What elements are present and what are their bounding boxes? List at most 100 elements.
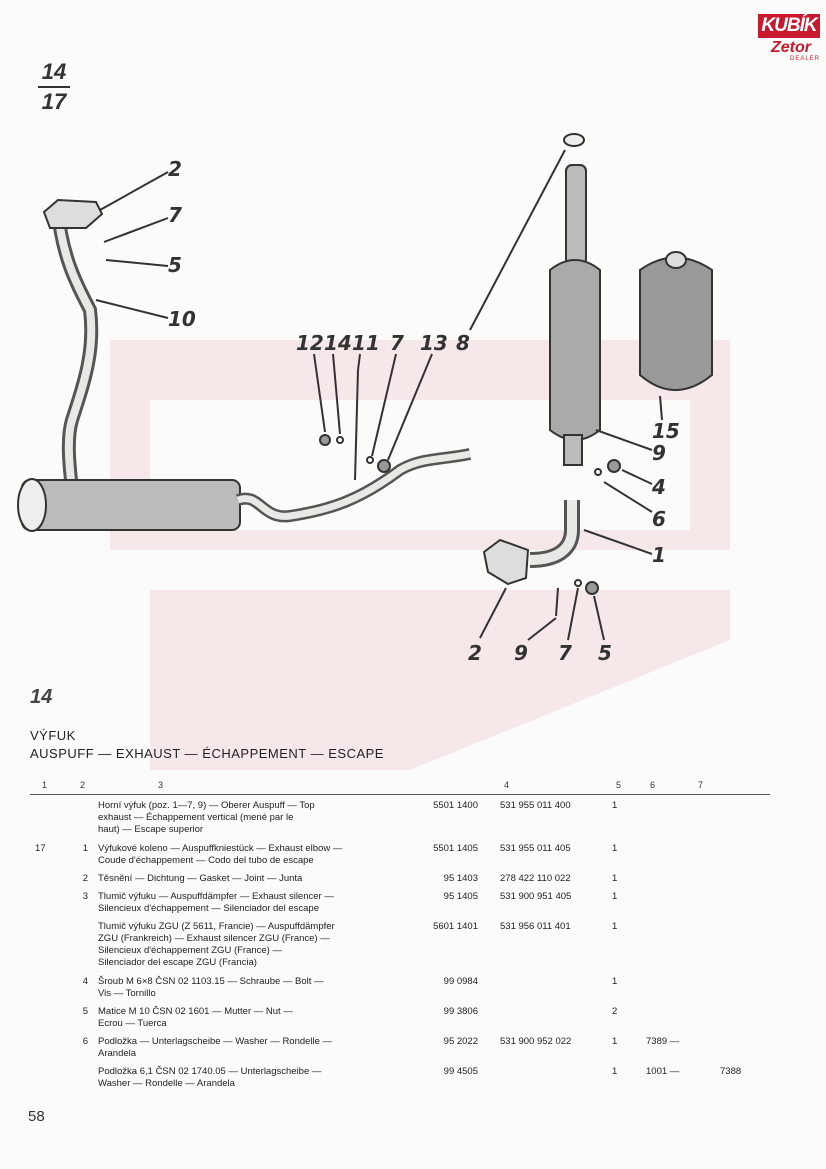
- cell-catalog-number: 531 955 011 405: [500, 843, 571, 854]
- callout-1: 1: [652, 543, 666, 567]
- part-nut-13: [377, 459, 391, 473]
- callout-14: 14: [324, 331, 352, 355]
- cell-col1: 17: [35, 843, 46, 854]
- description-line: Šroub M 6×8 ČSN 02 1103.15 — Schraube — …: [98, 976, 324, 987]
- cell-catalog-number: 531 900 951 405: [500, 891, 572, 902]
- cell-catalog-number: 531 955 011 400: [500, 800, 571, 811]
- cell-position: 5: [82, 1006, 88, 1017]
- cell-serial-to: 7388: [720, 1066, 742, 1077]
- part-silencer-vertical: [549, 259, 601, 441]
- cell-description: Výfukové koleno — Auspuffkniestück — Exh…: [98, 843, 418, 867]
- part-silencer-zgu: [639, 256, 713, 391]
- part-bolt-4: [607, 459, 621, 473]
- cell-part-number: 99 4505: [443, 1066, 478, 1077]
- brand-logo: KUBÍK Zetor DEALER: [758, 14, 820, 64]
- description-line: Silencieux d'échappement — Silenciador d…: [98, 903, 319, 914]
- part-stud-9: [555, 587, 559, 617]
- callout-15: 15: [652, 419, 680, 443]
- description-line: Podložka — Unterlagscheibe — Washer — Ro…: [98, 1036, 333, 1047]
- column-header-3: 3: [158, 780, 164, 790]
- column-header-7: 7: [698, 780, 704, 790]
- cell-description: Matice M 10 ČSN 02 1601 — Mutter — Nut —…: [98, 1006, 418, 1030]
- callout-4: 4: [651, 475, 666, 499]
- cell-description: Podložka — Unterlagscheibe — Washer — Ro…: [98, 1036, 418, 1060]
- cell-part-number: 99 0984: [443, 976, 478, 987]
- part-upper-pipe: [565, 164, 587, 266]
- callout-6: 6: [652, 507, 666, 531]
- page-tag-top: 14: [41, 59, 67, 84]
- cell-quantity: 1: [612, 800, 618, 811]
- callout-10: 10: [168, 307, 196, 331]
- cell-position: 2: [82, 873, 88, 884]
- cell-position: 1: [82, 843, 88, 854]
- section-number: 14: [30, 686, 53, 708]
- cell-serial-from: 1001 —: [646, 1066, 680, 1077]
- table-header: 1 2 3 4 5 6 7: [30, 778, 770, 795]
- cell-quantity: 1: [612, 891, 618, 902]
- column-header-5: 5: [616, 780, 622, 790]
- cell-part-number: 95 1403: [443, 873, 478, 884]
- callout-7b: 7: [390, 331, 404, 355]
- page-tag: 14 17: [34, 60, 74, 114]
- part-silencer-outlet: [563, 434, 583, 466]
- cell-quantity: 1: [612, 976, 618, 987]
- part-gasket-2: [482, 538, 530, 586]
- description-line: Matice M 10 ČSN 02 1601 — Mutter — Nut —: [98, 1006, 293, 1017]
- part-washer-6: [594, 468, 602, 476]
- silencer-end: [17, 478, 47, 532]
- cell-part-number: 95 2022: [443, 1036, 478, 1047]
- part-tailpipe: [235, 448, 472, 523]
- cell-quantity: 1: [612, 921, 618, 932]
- description-line: Silencieux d'échappement ZGU (France) —: [98, 945, 282, 956]
- part-washer-7: [366, 456, 374, 464]
- column-header-2: 2: [80, 780, 86, 790]
- callout-5b: 5: [598, 641, 612, 665]
- callout-13: 13: [420, 331, 448, 355]
- page-tag-bottom: 17: [41, 89, 67, 114]
- cell-catalog-number: 278 422 110 022: [500, 873, 571, 884]
- part-silencer-horizontal: [21, 479, 241, 531]
- cell-description: Podložka 6,1 ČSN 02 1740.05 — Unterlagsc…: [98, 1066, 418, 1090]
- column-header-6: 6: [650, 780, 656, 790]
- cell-description: Tlumič výfuku — Auspuffdämpfer — Exhaust…: [98, 891, 418, 915]
- description-line: Těsnění — Dichtung — Gasket — Joint — Ju…: [98, 873, 303, 884]
- callout-7c: 7: [558, 641, 572, 665]
- description-line: haut) — Escape superior: [98, 824, 204, 835]
- callout-2b: 2: [468, 641, 482, 665]
- description-line: Washer — Rondelle — Arandela: [98, 1078, 235, 1089]
- logo-dealer: DEALER: [789, 56, 820, 62]
- callout-8: 8: [456, 331, 470, 355]
- page-number: 58: [28, 1108, 45, 1125]
- part-bolt-12: [319, 434, 331, 446]
- cell-quantity: 1: [612, 843, 618, 854]
- cell-position: 6: [82, 1036, 88, 1047]
- description-line: Arandela: [98, 1048, 137, 1059]
- description-line: Ecrou — Tuerca: [98, 1018, 167, 1029]
- section-title-multilingual: AUSPUFF — EXHAUST — ÉCHAPPEMENT — ESCAPE: [30, 746, 384, 761]
- part-top-pipe-inner: [54, 209, 96, 491]
- cell-part-number: 5501 1405: [433, 843, 478, 854]
- cell-catalog-number: 531 956 011 401: [500, 921, 571, 932]
- cell-description: Tlumič výfuku ZGU (Z 5611, Francie) — Au…: [98, 921, 418, 969]
- callout-9: 9: [652, 441, 666, 465]
- part-strap-11: [354, 369, 359, 481]
- description-line: ZGU (Frankreich) — Exhaust silencer ZGU …: [98, 933, 330, 944]
- callout-7: 7: [168, 203, 182, 227]
- cell-position: 4: [82, 976, 88, 987]
- section-title-cz: VÝFUK: [30, 728, 76, 743]
- description-line: exhaust — Échappement vertical (mené par…: [98, 812, 294, 823]
- part-washer-7b: [574, 579, 582, 587]
- cell-quantity: 1: [612, 1036, 618, 1047]
- part-flange-top: [42, 198, 104, 229]
- part-nut-5: [585, 581, 599, 595]
- exhaust-exploded-diagram: 2 7 5 10 12 14 11 7 13 8 15 9 4 6 1 2 9 …: [17, 133, 713, 665]
- callout-9b: 9: [514, 641, 528, 665]
- cell-part-number: 95 1405: [443, 891, 478, 902]
- cell-part-number: 5601 1401: [433, 921, 478, 932]
- callout-12: 12: [296, 331, 324, 355]
- logo-brand: KUBÍK: [758, 14, 820, 38]
- cell-part-number: 99 3806: [443, 1006, 478, 1017]
- column-header-4: 4: [504, 780, 510, 790]
- cell-quantity: 1: [612, 873, 618, 884]
- part-washer-14: [336, 436, 344, 444]
